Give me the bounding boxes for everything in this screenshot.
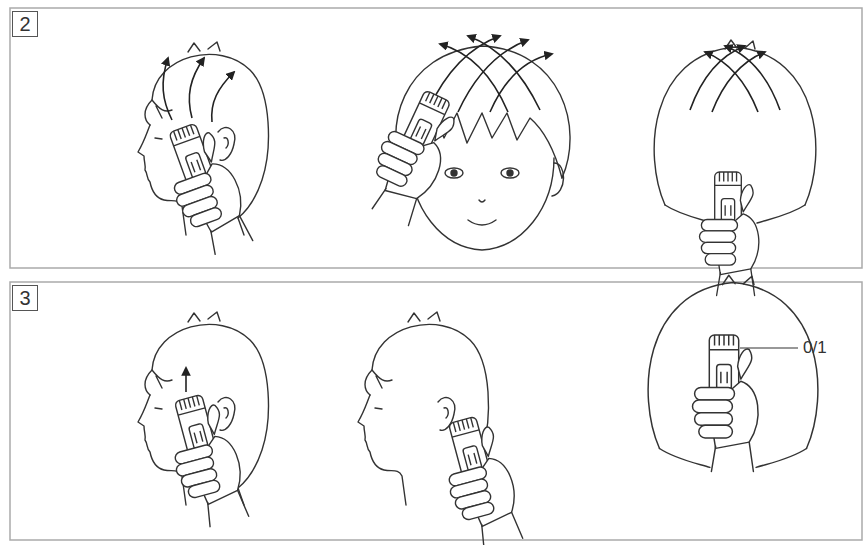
- clipper-in-hand: [700, 172, 759, 296]
- curved-arrow: [712, 52, 765, 112]
- direction-arrows: [163, 58, 234, 122]
- clipper-in-hand: [693, 335, 759, 472]
- curved-arrow: [490, 54, 552, 112]
- curved-arrow: [212, 72, 234, 122]
- step-number: 3: [19, 288, 30, 308]
- leader-line: [740, 347, 798, 348]
- curved-arrow: [440, 44, 508, 112]
- curved-arrow: [458, 40, 528, 112]
- curved-arrow: [163, 58, 172, 120]
- step-number: 2: [19, 14, 30, 34]
- callout-label: 0/1: [803, 338, 827, 358]
- clipper-in-hand: [154, 117, 257, 261]
- direction-arrows: [690, 46, 780, 112]
- curved-arrow: [468, 36, 540, 110]
- direction-arrow: [185, 368, 187, 392]
- step-number-box: 3: [12, 285, 38, 311]
- curved-arrow: [189, 58, 204, 118]
- step-panel: [10, 282, 862, 540]
- clipper-in-hand: [159, 390, 253, 532]
- curved-arrow: [705, 52, 758, 112]
- step-number-box: 2: [12, 11, 38, 37]
- clipper-in-hand: [356, 83, 468, 227]
- clipper-in-hand: [433, 412, 527, 545]
